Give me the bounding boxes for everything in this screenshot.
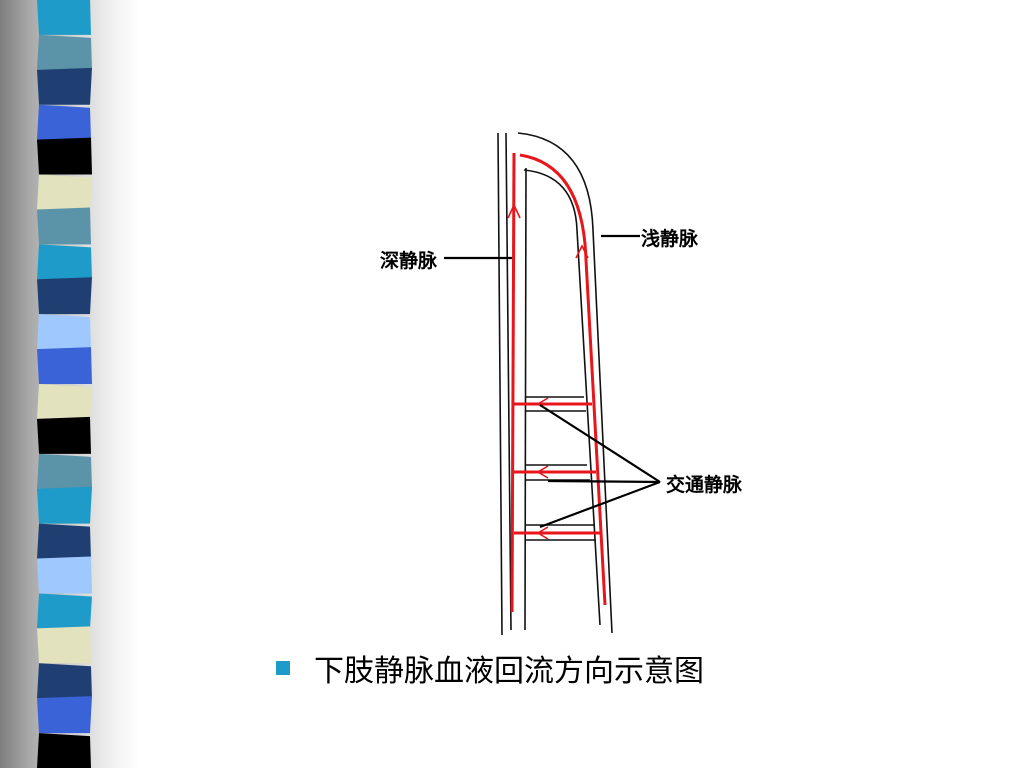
stripe-segment [37,104,91,140]
outline-deep-inner [524,167,527,631]
deep-vein-flow [510,152,516,613]
stripe-segment [37,696,92,734]
stripe-segment [37,593,92,629]
leader-perforating-3 [539,480,661,529]
stripe-segment [37,416,91,454]
stripe-segment [37,384,92,419]
caption-row: 下肢静脉血液回流方向示意图 [276,648,704,689]
stripe-segment [37,0,91,35]
leader-lines [444,234,661,529]
arrow-left-3 [536,526,549,540]
outline-rung-3 [526,524,596,541]
square-bullet-icon [276,661,290,675]
stripe-segment [37,453,92,489]
stripe-segment [37,67,92,105]
stripe-segment [37,314,91,350]
stripe-segment [37,347,92,384]
deep-vein-label: 深静脉 [380,250,438,272]
outline-left-inner [505,132,512,631]
stripe-segment [37,34,92,70]
stripe-segment [37,486,92,524]
stripe-segment [37,207,91,245]
arrow-up-superficial [575,244,589,259]
leader-perforating-1 [539,404,661,483]
stripe-segment [37,523,91,559]
arrow-left-2 [536,465,549,479]
superficial-vein-flow [519,153,607,606]
flow-arrows [507,203,589,540]
stripe-segment [37,626,91,664]
outline-left-outer [497,132,503,636]
flow-lines [510,152,607,613]
perforating-vein-label: 交通静脉 [666,474,743,496]
leg-outline [497,132,613,636]
outline-right-inner [523,169,601,626]
diagram-caption: 下肢静脉血液回流方向示意图 [314,654,704,689]
superficial-vein-label: 浅静脉 [641,228,699,250]
outline-rung-1 [526,396,586,412]
stripe-segment [37,733,91,768]
leader-perforating-2 [547,479,661,484]
stripe-segment [37,244,92,280]
stripe-segment [37,663,92,699]
stripe-segment [37,556,92,594]
arrow-up-deep [507,203,521,219]
stripe-segment [37,277,92,315]
stripe-segment [37,174,92,210]
outline-right-outer [517,132,613,634]
stripe-segment [37,137,92,175]
